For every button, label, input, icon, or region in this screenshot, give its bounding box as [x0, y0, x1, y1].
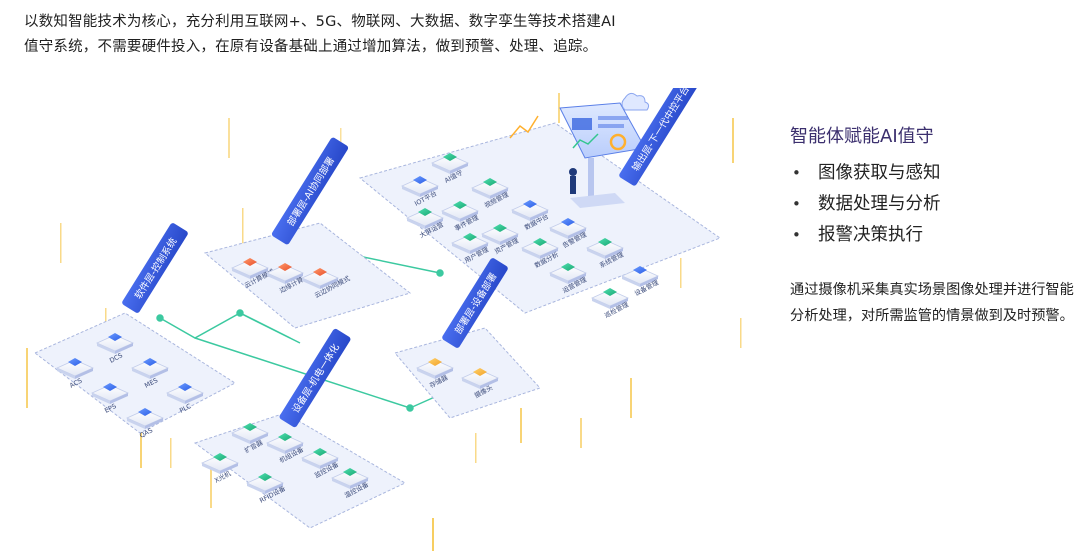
- feature-label: 图像获取与感知: [818, 163, 941, 183]
- module-tile: MES: [131, 358, 169, 390]
- module-icon: [561, 263, 575, 271]
- module-tile: 存储器: [416, 358, 454, 390]
- module-tile: 巡检管理: [591, 288, 630, 320]
- feature-item: • 图像获取与感知: [790, 158, 1075, 189]
- module-tile: 事件管理: [441, 201, 480, 233]
- module-tile: 用户管理: [451, 233, 490, 265]
- module-icon: [473, 368, 487, 376]
- module-icon: [418, 208, 432, 216]
- module-icon: [453, 201, 467, 209]
- module-tile: 资产管理: [481, 224, 520, 256]
- module-tile: X光机: [201, 453, 239, 485]
- module-tile: 扩音器: [231, 423, 269, 455]
- intro-line-2: 值守系统，不需要硬件投入，在原有设备基础上通过增加算法，做到预警、处理、追踪。: [24, 39, 598, 55]
- module-icon: [108, 333, 122, 341]
- layer-platforms: [34, 122, 722, 529]
- module-icon: [138, 408, 152, 416]
- module-icon: [561, 218, 575, 226]
- layer-label-text: 设备层-机电一体化: [290, 341, 343, 415]
- layer-label-text: 部署层-设备部署: [452, 271, 499, 337]
- module-tile: RFID设备: [246, 473, 287, 505]
- module-icon: [313, 448, 327, 456]
- module-icon: [258, 473, 272, 481]
- module-tiles: AI值守IOT平台视频管理事件管理数据中台大屏运营资产管理用户管理告警管理数据分…: [56, 153, 660, 505]
- module-icon: [243, 423, 257, 431]
- module-icon: [68, 358, 82, 366]
- module-icon: [278, 433, 292, 441]
- bullet-icon: •: [792, 195, 801, 213]
- module-icon: [343, 468, 357, 476]
- module-icon: [443, 153, 457, 161]
- module-icon: [243, 258, 257, 266]
- layer-label: 软件层-控制系统: [122, 223, 188, 313]
- layer-label: 设备层-机电一体化: [279, 328, 351, 428]
- intro-text: 以数知智能技术为核心，充分利用互联网+、5G、物联网、大数据、数字孪生等技术搭建…: [24, 10, 764, 60]
- module-icon: [598, 238, 612, 246]
- module-icon: [278, 263, 292, 271]
- module-tile: 边缘计算: [266, 263, 305, 295]
- bullet-icon: •: [792, 164, 801, 182]
- panel-description: 通过摄像机采集真实场景图像处理并进行智能分析处理，对所需监管的情景做到及时预警。: [790, 282, 1074, 324]
- module-tile: 云边协同模式: [301, 268, 352, 300]
- intro-line-1: 以数知智能技术为核心，充分利用互联网+、5G、物联网、大数据、数字孪生等技术搭建…: [24, 14, 616, 30]
- panel-title: 智能体赋能AI值守: [790, 126, 934, 147]
- diagram-canvas: AI值守IOT平台视频管理事件管理数据中台大屏运营资产管理用户管理告警管理数据分…: [26, 88, 742, 551]
- layer-label-text: 软件层-控制系统: [132, 235, 179, 301]
- cloud-icon: [621, 92, 650, 111]
- module-icon: [313, 268, 327, 276]
- feature-label: 报警决策执行: [818, 225, 923, 245]
- feature-panel: 智能体赋能AI值守 • 图像获取与感知 • 数据处理与分析 • 报警决策执行 通过摄像…: [790, 122, 1075, 343]
- monitor-illustration: [509, 92, 650, 208]
- module-icon: [483, 178, 497, 186]
- layer-label-text: 部署层-AI协同部署: [285, 155, 337, 229]
- module-tile: DCS: [96, 333, 134, 365]
- module-icon: [428, 358, 442, 366]
- module-icon: [533, 238, 547, 246]
- module-tile: 告警管理: [549, 218, 588, 250]
- feature-item: • 数据处理与分析: [790, 189, 1075, 220]
- feature-list: • 图像获取与感知 • 数据处理与分析 • 报警决策执行: [790, 158, 1075, 251]
- module-icon: [633, 266, 647, 274]
- module-icon: [603, 288, 617, 296]
- module-icon: [143, 358, 157, 366]
- feature-item: • 报警决策执行: [790, 220, 1075, 251]
- module-icon: [103, 383, 117, 391]
- module-icon: [493, 224, 507, 232]
- module-icon: [413, 176, 427, 184]
- feature-label: 数据处理与分析: [818, 194, 941, 214]
- module-icon: [178, 383, 192, 391]
- person-icon: [570, 176, 576, 194]
- module-icon: [213, 453, 227, 461]
- bullet-icon: •: [792, 226, 801, 244]
- module-tile: PLC: [166, 383, 204, 415]
- module-icon: [463, 233, 477, 241]
- module-tile: EPS: [91, 383, 129, 415]
- module-tile: 数据分析: [521, 238, 560, 270]
- module-icon: [523, 200, 537, 208]
